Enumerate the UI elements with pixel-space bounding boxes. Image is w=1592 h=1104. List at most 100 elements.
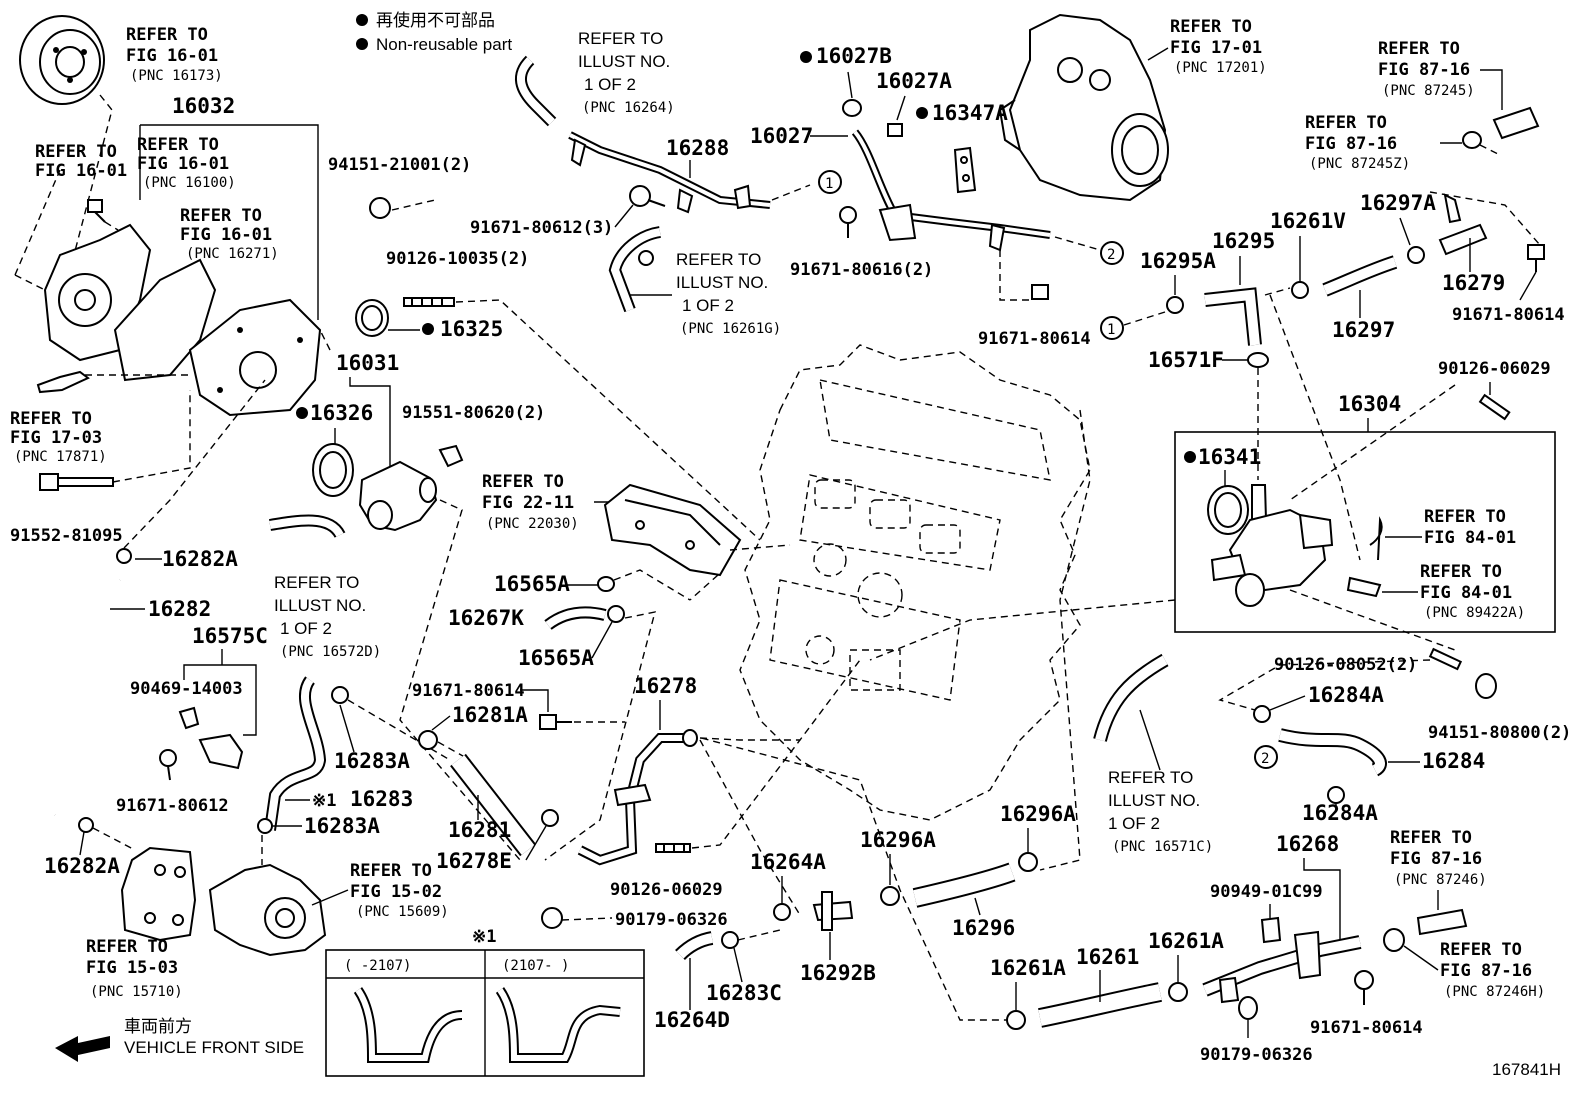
callout-illust16572d: REFER TO ILLUST NO. 1 OF 2 (PNC 16572D)	[269, 514, 381, 660]
part-label: REFER TO	[137, 135, 219, 155]
part-label: FIG 17-03	[10, 428, 102, 448]
part-label: (PNC 87245)	[1382, 83, 1475, 99]
part-label: (PNC 16572D)	[280, 644, 381, 660]
hose-16296: 16296A 16296A 16296	[860, 802, 1076, 940]
callout-fig8716d: REFER TO FIG 87-16 (PNC 87246H)	[1383, 928, 1545, 1000]
part-label: FIG 84-01	[1420, 583, 1512, 603]
part-label: FIG 87-16	[1378, 60, 1470, 80]
part-label: (PNC 16173)	[130, 68, 223, 84]
part-label: REFER TO	[1390, 828, 1472, 848]
part-label: 16288	[666, 136, 729, 160]
clip-16571F: 16571F	[1148, 294, 1361, 561]
part-label: FIG 16-01	[126, 46, 218, 66]
inlet-16031: 16031 16326 91551-80620(2)	[296, 351, 545, 861]
part-label: 94151-21001(2)	[328, 155, 471, 175]
part-label: FIG 15-03	[86, 958, 178, 978]
legend: 再使用不可部品 Non-reusable part	[356, 10, 512, 54]
callout-fig8401a: REFER TO FIG 84-01	[1385, 507, 1516, 548]
part-label: 90179-06326	[1200, 1045, 1313, 1065]
part-label: 16268	[1276, 832, 1339, 856]
part-label: 16571F	[1148, 348, 1224, 372]
stud-90126-10035: 90126-10035(2)	[386, 249, 761, 541]
part-label: 16347A	[932, 101, 1008, 125]
part-label: (2107- )	[502, 958, 569, 974]
part-label: REFER TO	[676, 250, 761, 269]
part-label: 16296A	[1000, 802, 1076, 826]
part-label: REFER TO	[35, 142, 117, 162]
part-label: (PNC 17871)	[14, 449, 107, 465]
part-label: 1 OF 2	[584, 75, 636, 94]
gasket-16325: 16325	[355, 299, 503, 341]
part-label: REFER TO	[274, 573, 359, 592]
hose-16284: 90126-08052(2) 16284A 94151-80800(2) 2 1…	[1218, 647, 1571, 825]
oil-cooler: REFER TO FIG 15-03 (PNC 15710)	[86, 846, 197, 1000]
part-label: 90469-14003	[130, 679, 243, 699]
part-label: 16031	[336, 351, 399, 375]
part-label: 車両前方	[124, 1017, 192, 1036]
part-label: 16326	[310, 401, 373, 425]
callout-fig1601c: REFER TO FIG 16-01 (PNC 16271)	[180, 206, 279, 262]
pipe-16288: 16288 91671-80612(3)	[470, 131, 811, 313]
part-label: (PNC 89422A)	[1424, 605, 1525, 621]
part-label: 16296A	[860, 828, 936, 852]
part-label: FIG 16-01	[137, 154, 229, 174]
part-label: 16296	[952, 916, 1015, 940]
part-label: 16264D	[654, 1008, 730, 1032]
hose-16297: 16297 16297A	[1322, 191, 1436, 342]
part-label: 16284A	[1302, 801, 1378, 825]
stud-90126-06029a: 90126-06029	[1289, 359, 1551, 501]
bolt-91552-81095: 91552-81095	[10, 390, 191, 546]
part-label: 2	[1261, 751, 1269, 767]
part-label: FIG 87-16	[1390, 849, 1482, 869]
part-label: ※1	[312, 791, 336, 811]
part-label: 16278E	[436, 849, 512, 873]
part-label: REFER TO	[126, 25, 208, 45]
part-label: REFER TO	[482, 472, 564, 492]
part-label: REFER TO	[10, 409, 92, 429]
part-label: 16304	[1338, 392, 1401, 416]
part-label: 16283	[350, 787, 413, 811]
part-label: ILLUST NO.	[1108, 791, 1200, 810]
part-label: FIG 15-02	[350, 882, 442, 902]
figure-id: 167841H	[1492, 1060, 1561, 1079]
part-label: 1	[1107, 322, 1115, 338]
part-label: 2	[1107, 247, 1115, 263]
part-label: 16565A	[518, 646, 594, 670]
part-label: 91551-80620(2)	[402, 403, 545, 423]
part-label: 16297	[1332, 318, 1395, 342]
front-arrow-icon	[55, 1036, 110, 1062]
part-label: FIG 17-01	[1170, 38, 1262, 58]
callout-illust16264: REFER TO ILLUST NO. 1 OF 2 (PNC 16264)	[515, 29, 675, 127]
part-label: 16281	[448, 818, 511, 842]
part-label: 16283C	[706, 981, 782, 1005]
part-label: (PNC 22030)	[486, 516, 579, 532]
part-label: FIG 87-16	[1305, 134, 1397, 154]
egr-cooler: REFER TO FIG 15-02 (PNC 15609)	[208, 835, 449, 957]
legend-en: Non-reusable part	[376, 35, 512, 54]
part-label: (PNC 15710)	[90, 984, 183, 1000]
pulley-16173	[19, 15, 113, 271]
callout-fig1601-pulley: REFER TO FIG 16-01 (PNC 16173)	[126, 25, 223, 84]
part-label: 16027	[750, 124, 813, 148]
part-label: 16283A	[304, 814, 380, 838]
callout-fig8716a: REFER TO FIG 87-16 (PNC 87245)	[1378, 39, 1540, 140]
part-label: REFER TO	[1420, 562, 1502, 582]
pipe-16278: 16278 16278E	[436, 659, 861, 873]
inset-variant: ※1 ( -2107) (2107- )	[325, 927, 645, 1077]
thermostat-16304: 16304 16341	[1174, 392, 1556, 651]
hose-16281: 16281A 16281	[418, 703, 536, 857]
callout-fig1601a: REFER TO FIG 16-01	[35, 142, 127, 181]
part-label: 91552-81095	[10, 526, 123, 546]
part-label: (PNC 87246)	[1394, 872, 1487, 888]
part-label: 16325	[440, 317, 503, 341]
part-label: REFER TO	[86, 937, 168, 957]
part-label: (PNC 15609)	[356, 904, 449, 920]
non-reusable-dot-icon	[356, 38, 368, 50]
part-label: 16261A	[1148, 929, 1224, 953]
part-label: 16261A	[990, 956, 1066, 980]
part-label: 90949-01C99	[1210, 882, 1323, 902]
part-label: 16281A	[452, 703, 528, 727]
part-label: 16295A	[1140, 249, 1216, 273]
part-label: (PNC 87245Z)	[1309, 156, 1410, 172]
part-label: (PNC 16261G)	[680, 321, 781, 337]
